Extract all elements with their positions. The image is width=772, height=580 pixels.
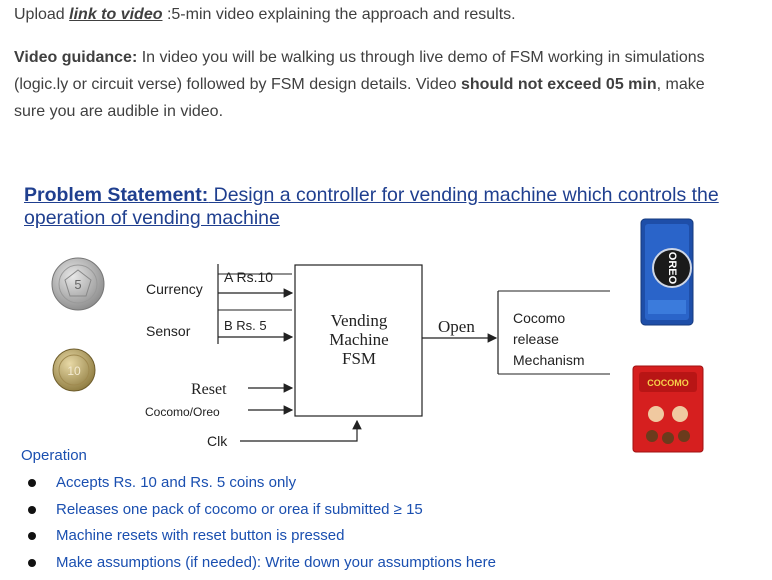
cocomo-brand-text: COCOMO — [647, 378, 689, 388]
clk-arrow — [240, 419, 362, 442]
output-label-line3: Mechanism — [513, 352, 585, 368]
fsm-label-line3: FSM — [342, 349, 376, 368]
coin-rs5-value: 5 — [74, 277, 81, 292]
guidance-text-end: , make sure you are audible in video. — [14, 76, 705, 120]
open-label: Open — [438, 317, 475, 336]
coin-rs5-image: 5 — [51, 257, 105, 311]
input-a-label: A Rs.10 — [224, 269, 273, 285]
output-label-line1: Cocomo — [513, 310, 565, 326]
upload-instruction: Upload link to video :5-min video explai… — [14, 6, 516, 24]
upload-suffix: :5-min video explaining the approach and… — [162, 6, 516, 23]
reset-label: Reset — [191, 381, 227, 398]
operation-title: Operation — [21, 447, 87, 464]
select-label: Cocomo/Oreo — [145, 405, 220, 419]
cocomo-pack-image: COCOMO — [632, 365, 704, 453]
oreo-pack-image: OREO — [640, 218, 694, 326]
guidance-label: Video guidance: — [14, 49, 138, 66]
guidance-limit: should not exceed 05 min — [461, 76, 657, 93]
video-link[interactable]: link to video — [69, 6, 163, 23]
fsm-label-line2: Machine — [329, 330, 388, 349]
video-guidance: Video guidance: In video you will be wal… — [14, 44, 714, 125]
output-label-line2: release — [513, 331, 559, 347]
oreo-brand-text: OREO — [666, 252, 678, 285]
clk-label: Clk — [207, 433, 228, 449]
input-b-label: B Rs. 5 — [224, 318, 267, 333]
coin-rs10-value: 10 — [67, 364, 81, 378]
coin-rs10-image: 10 — [52, 348, 96, 392]
problem-label: Problem Statement: — [24, 184, 209, 206]
operation-list: Accepts Rs. 10 and Rs. 5 coins only Rele… — [28, 470, 496, 576]
sensor-label: Sensor — [146, 323, 191, 339]
currency-label: Currency — [146, 281, 203, 297]
operation-item: Accepts Rs. 10 and Rs. 5 coins only — [28, 470, 496, 497]
guidance-text: In video you will be walking us through … — [14, 49, 705, 93]
fsm-box — [294, 264, 423, 417]
upload-prefix: Upload — [14, 6, 70, 23]
operation-item: Machine resets with reset button is pres… — [28, 523, 496, 550]
operation-item: Releases one pack of cocomo or orea if s… — [28, 497, 496, 524]
problem-statement: Problem Statement: Design a controller f… — [24, 184, 724, 230]
operation-item: Make assumptions (if needed): Write down… — [28, 550, 496, 577]
fsm-label-line1: Vending — [331, 311, 388, 330]
problem-text: Design a controller for vending machine … — [24, 184, 719, 229]
